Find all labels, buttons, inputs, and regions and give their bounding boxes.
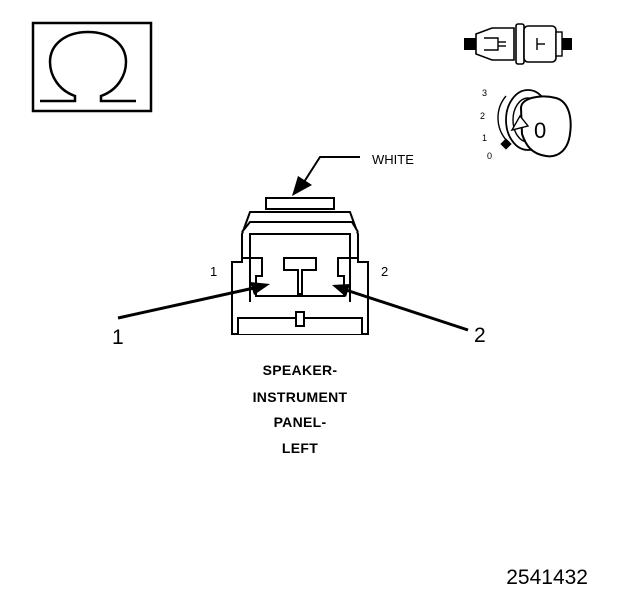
key-label: 0	[534, 118, 546, 143]
callout-label-1: 1	[112, 326, 124, 349]
callout-label-2: 2	[474, 324, 486, 347]
callout-arrow-2	[332, 284, 469, 332]
ohm-symbol-icon	[31, 21, 153, 113]
terminal-label-2: 2	[381, 264, 388, 279]
connector-plug-icon	[464, 23, 572, 65]
caption-line-2: INSTRUMENT	[252, 389, 348, 405]
terminal-label-1: 1	[210, 264, 217, 279]
ignition-position-1: 1	[482, 133, 487, 143]
connector-body	[231, 197, 369, 335]
callout-arrow-1	[117, 282, 270, 320]
caption-line-4: LEFT	[281, 440, 319, 456]
caption-line-1: SPEAKER-	[262, 362, 338, 378]
ignition-position-0: 0	[487, 151, 492, 161]
white-leader-arrow	[292, 156, 360, 196]
ignition-position-2: 2	[480, 111, 485, 121]
wire-color-label: WHITE	[372, 152, 414, 167]
ignition-key-icon	[497, 89, 572, 158]
ignition-position-3: 3	[482, 88, 487, 98]
figure-number: 2541432	[506, 566, 588, 589]
caption-line-3: PANEL-	[273, 414, 327, 430]
